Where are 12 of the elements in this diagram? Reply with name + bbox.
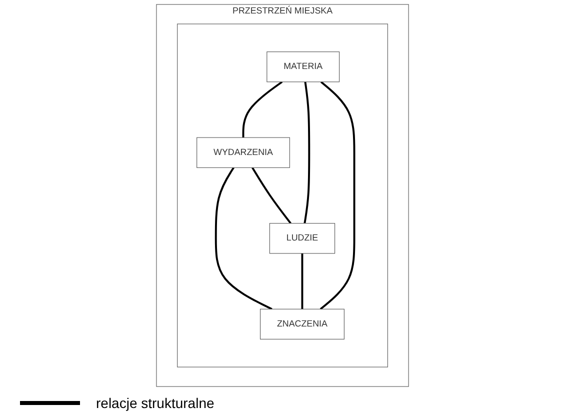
node-box: MATERIA [266,52,340,82]
connector [304,82,310,224]
connector [301,253,304,310]
connector [214,167,272,310]
node-box: WYDARZENIA [196,137,290,168]
node-box: ZNACZENIA [260,308,344,340]
connector [242,81,283,138]
connector [252,167,292,224]
legend-label: relacje strukturalne [96,395,214,411]
cluster [177,24,388,368]
connector [320,81,356,310]
node-box: LUDZIE [269,223,336,254]
